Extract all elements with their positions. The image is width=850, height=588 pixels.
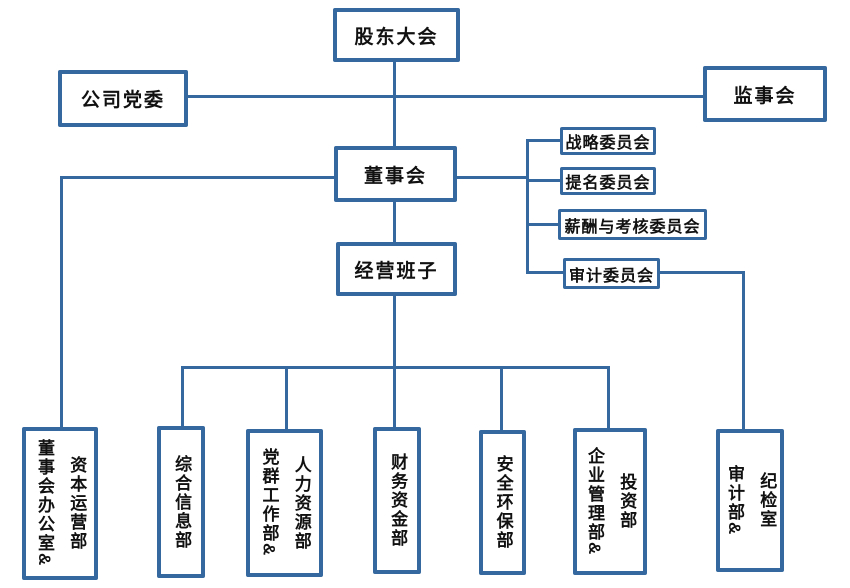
edge-board-committee-bracket [457,176,529,179]
edge-audit-committee-right [660,271,745,274]
edge-drop-party-hr [285,366,288,429]
edge-drop-general-info [181,366,184,426]
node-dept-enterprise-investment: 企业管理部& 投资部 [573,428,647,575]
node-dept-finance-treasury: 财务资金部 [373,427,421,574]
node-supervisory-board: 监事会 [703,66,827,122]
edge-board-office-down [60,176,63,427]
node-board-label: 董事会 [363,165,427,187]
edge-audit-committee-down [742,271,745,429]
dept-safety-environment-label: 安全环保部 [493,455,513,550]
dept-party-hr-label: 党群工作部& 人力资源部 [259,448,311,558]
node-dept-general-info: 综合信息部 [157,426,205,578]
committee-nomination-label: 提名委员会 [565,175,651,192]
dept-audit-discipline-label: 审计部& 纪检室 [725,464,777,537]
node-management: 经营班子 [336,242,457,296]
node-board: 董事会 [334,146,457,202]
edge-department-bar [181,366,610,369]
edge-stub-remuneration [529,223,558,226]
committee-strategy-label: 战略委员会 [565,135,651,152]
edge-drop-safety [500,366,503,430]
node-party-committee-label: 公司党委 [80,90,165,111]
committee-audit-label: 审计委员会 [568,267,654,285]
node-dept-board-office-capital-ops: 董事会办公室& 资本运营部 [22,427,98,580]
edge-shareholders-board [393,62,396,147]
node-dept-audit-discipline: 审计部& 纪检室 [716,429,784,572]
edge-stub-strategy [529,139,560,142]
edge-board-left [60,176,334,179]
dept-general-info-label: 综合信息部 [172,454,192,550]
node-dept-safety-environment: 安全环保部 [479,430,526,575]
edge-committee-bracket [526,139,529,274]
node-committee-nomination: 提名委员会 [560,167,656,195]
edge-management-down [393,296,396,427]
dept-board-office-capital-ops-label: 董事会办公室& 资本运营部 [35,439,87,568]
edge-stub-audit [529,271,563,274]
dept-enterprise-investment-label: 企业管理部& 投资部 [585,446,637,557]
node-supervisory-board-label: 监事会 [733,85,797,107]
edge-party-supervisory [188,95,703,98]
edge-drop-enterprise [607,366,610,428]
node-shareholders: 股东大会 [333,8,460,62]
node-management-label: 经营班子 [354,260,439,282]
edge-stub-nomination [529,179,560,182]
node-shareholders-label: 股东大会 [354,26,439,48]
committee-remuneration-label: 薪酬与考核委员会 [564,218,701,236]
edge-board-management [393,202,396,243]
node-committee-audit: 审计委员会 [563,258,660,289]
node-party-committee: 公司党委 [58,70,188,127]
node-dept-party-hr: 党群工作部& 人力资源部 [246,429,323,577]
node-committee-remuneration: 薪酬与考核委员会 [558,209,707,240]
dept-finance-treasury-label: 财务资金部 [388,453,408,548]
node-committee-strategy: 战略委员会 [560,127,656,155]
